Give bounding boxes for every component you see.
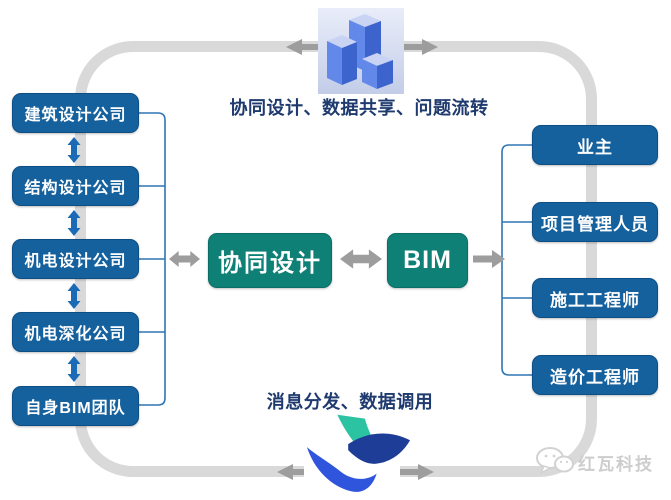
watermark: 红瓦科技 <box>536 447 654 477</box>
left-box-bim-team: 自身BIM团队 <box>12 386 139 426</box>
loop-arrow-top-right-icon <box>404 39 438 55</box>
left-box-mep-detail: 机电深化公司 <box>12 312 139 352</box>
left-box-label: 结构设计公司 <box>24 180 127 197</box>
right-box-pm: 项目管理人员 <box>532 202 658 242</box>
bim-label: BIM <box>403 246 452 274</box>
right-box-construction-engineer: 施工工程师 <box>532 278 658 318</box>
left-box-mep-design: 机电设计公司 <box>12 239 139 279</box>
right-box-label: 项目管理人员 <box>541 214 649 234</box>
loop-arrow-top-left-icon <box>286 39 320 55</box>
loop-arrow-bottom-left-icon <box>277 464 311 480</box>
3d-cubes-icon <box>318 8 404 94</box>
chat-bubbles-icon <box>536 447 574 475</box>
left-box-label: 机电设计公司 <box>24 253 127 270</box>
vertical-double-arrow-icon <box>67 356 81 382</box>
right-box-cost-engineer: 造价工程师 <box>532 355 658 395</box>
collaborative-design-label: 协同设计 <box>218 250 322 277</box>
vertical-double-arrow-icon <box>67 137 81 163</box>
double-arrow-center-icon <box>340 249 382 269</box>
bim-box: BIM <box>387 233 468 288</box>
right-bracket-connector <box>501 144 532 376</box>
top-caption: 协同设计、数据共享、问题流转 <box>229 98 489 118</box>
right-box-owner: 业主 <box>532 125 658 165</box>
right-box-label: 施工工程师 <box>550 290 640 310</box>
watermark-label: 红瓦科技 <box>578 454 654 474</box>
left-bracket-connector <box>139 112 166 406</box>
left-box-label: 自身BIM团队 <box>25 400 126 417</box>
double-arrow-left-icon <box>169 251 200 267</box>
bird-logo-icon <box>304 413 411 495</box>
arrow-right-icon <box>473 250 505 268</box>
loop-arrow-bottom-right-icon <box>400 464 434 480</box>
collaborative-design-box: 协同设计 <box>208 233 332 288</box>
left-box-label: 建筑设计公司 <box>24 107 127 124</box>
left-box-architecture: 建筑设计公司 <box>12 93 139 133</box>
bottom-caption: 消息分发、数据调用 <box>266 392 434 412</box>
vertical-double-arrow-icon <box>67 283 81 309</box>
left-box-structure: 结构设计公司 <box>12 166 139 206</box>
right-box-label: 业主 <box>577 137 613 157</box>
right-box-label: 造价工程师 <box>550 367 640 387</box>
vertical-double-arrow-icon <box>67 210 81 236</box>
left-box-label: 机电深化公司 <box>24 326 127 343</box>
